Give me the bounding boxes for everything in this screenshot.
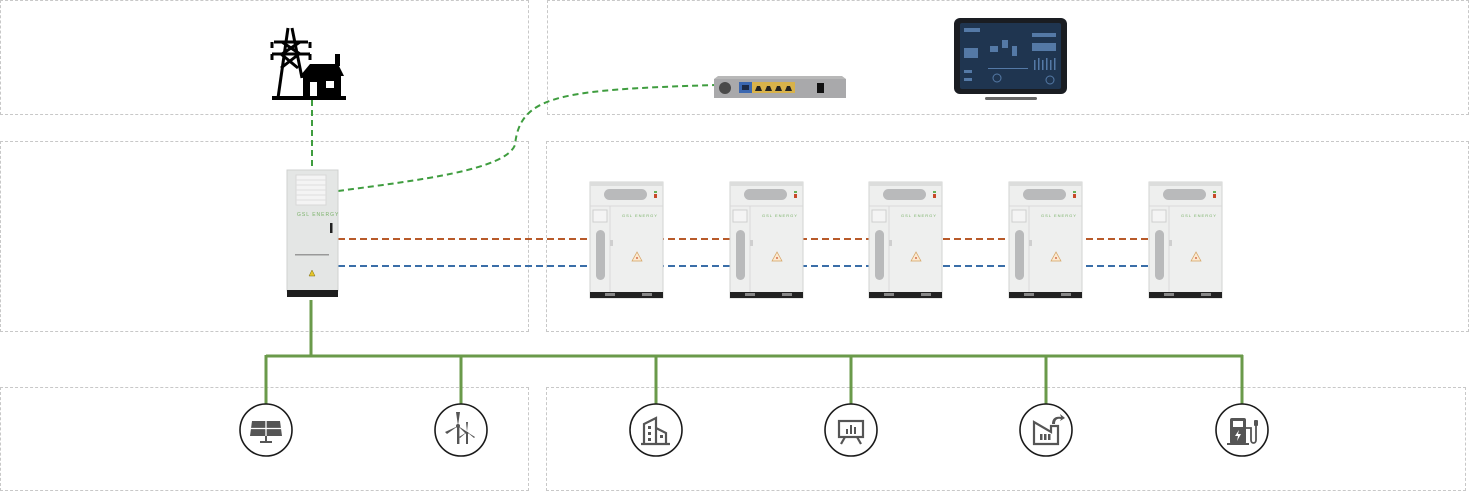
cabinet-small-door[interactable] <box>1151 209 1167 223</box>
cabinet-latch[interactable] <box>1029 240 1032 246</box>
cabinet-brand-label: GSL ENERGY <box>297 212 339 218</box>
warning-icon <box>771 251 783 262</box>
router-icon <box>714 76 846 98</box>
commercial-building-icon: Commercial building <box>629 403 683 457</box>
battery-brand-label: GSL ENERGY <box>1041 213 1077 218</box>
status-indicator <box>1073 191 1076 193</box>
cabinet-nameplate <box>295 254 329 256</box>
cabinet-latch[interactable] <box>1169 240 1172 246</box>
cabinet-side-window <box>1155 230 1164 280</box>
router-power-button <box>719 82 731 94</box>
status-indicator <box>794 191 797 193</box>
endpoint-group: Solar PV Wind Co <box>239 403 1269 457</box>
power-grid-house-icon <box>270 27 346 100</box>
bus-drops <box>264 355 1244 405</box>
tablet-screen <box>960 23 1061 89</box>
display-window <box>744 189 787 200</box>
cabinet-side-window <box>736 230 745 280</box>
tablet-stand <box>985 97 1037 100</box>
router-lan-ports <box>752 82 795 93</box>
display-window <box>1023 189 1066 200</box>
cabinet-latch[interactable] <box>750 240 753 246</box>
display-window <box>1163 189 1206 200</box>
battery-brand-label: GSL ENERGY <box>622 213 658 218</box>
wind-turbine-icon: Wind <box>434 403 488 457</box>
distribution-cabinet[interactable]: GSL ENERGY <box>286 169 339 297</box>
cabinet-latch[interactable] <box>889 240 892 246</box>
warning-icon <box>308 269 316 277</box>
display-window <box>883 189 926 200</box>
battery-cabinet[interactable]: GSL ENERGY <box>729 181 804 299</box>
grid-zone <box>0 0 529 115</box>
cabinet-small-door[interactable] <box>732 209 748 223</box>
warning-icon <box>1050 251 1062 262</box>
battery-cabinet[interactable]: GSL ENERGY <box>589 181 664 299</box>
ev-charger-icon: EV charging <box>1215 403 1269 457</box>
battery-cabinet[interactable]: GSL ENERGY <box>868 181 943 299</box>
battery-brand-label: GSL ENERGY <box>762 213 798 218</box>
battery-brand-label: GSL ENERGY <box>901 213 937 218</box>
cabinet-small-door[interactable] <box>592 209 608 223</box>
cabinet-side-window <box>1015 230 1024 280</box>
presentation-board-icon: Office <box>824 403 878 457</box>
control-zone <box>0 141 529 332</box>
factory-icon: Factory <box>1019 403 1073 457</box>
cabinet-latch[interactable] <box>610 240 613 246</box>
status-indicator <box>933 191 936 193</box>
battery-cabinet[interactable]: GSL ENERGY <box>1148 181 1223 299</box>
status-indicator <box>1213 191 1216 193</box>
cabinet-small-door[interactable] <box>1011 209 1027 223</box>
battery-cabinet-group: GSL ENERGY GSL ENERGY <box>589 181 1223 299</box>
warning-icon <box>631 251 643 262</box>
cabinet-side-window <box>596 230 605 280</box>
router-link-line <box>337 84 716 192</box>
warning-icon <box>1190 251 1202 262</box>
battery-cabinet[interactable]: GSL ENERGY <box>1008 181 1083 299</box>
status-indicator <box>654 191 657 193</box>
cabinet-small-door[interactable] <box>871 209 887 223</box>
battery-brand-label: GSL ENERGY <box>1181 213 1217 218</box>
display-window <box>604 189 647 200</box>
cabinet-side-window <box>875 230 884 280</box>
warning-icon <box>910 251 922 262</box>
cabinet-door-handle[interactable] <box>330 223 333 233</box>
solar-panel-icon: Solar PV <box>239 403 293 457</box>
monitoring-tablet-icon <box>954 18 1067 100</box>
